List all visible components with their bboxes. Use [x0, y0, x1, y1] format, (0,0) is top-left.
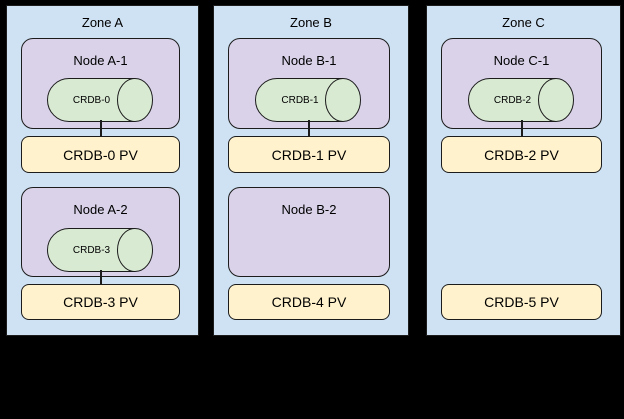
node-b2-title: Node B-2 — [281, 202, 337, 217]
pv-crdb-1: CRDB-1 PV — [228, 136, 390, 173]
pv-crdb-4-label: CRDB-4 PV — [271, 294, 347, 310]
zone-c-title: Zone C — [502, 15, 545, 30]
node-b2: Node B-2 — [228, 187, 390, 277]
disk-crdb-0: CRDB-0 — [46, 78, 155, 122]
pv-crdb-3-label: CRDB-3 PV — [63, 294, 138, 310]
node-a2: Node A-2 CRDB-3 — [21, 187, 180, 277]
cylinder-icon — [46, 228, 153, 272]
disk-crdb-1-label: CRDB-1 — [281, 94, 319, 106]
connector-node-a1-to-pv — [99, 120, 102, 137]
disk-crdb-2: CRDB-2 — [467, 78, 576, 122]
zone-a-title: Zone A — [81, 15, 124, 30]
pv-crdb-0: CRDB-0 PV — [21, 136, 180, 173]
pv-crdb-4: CRDB-4 PV — [228, 284, 390, 320]
pv-crdb-5: CRDB-5 PV — [441, 284, 602, 320]
connector-node-a2-to-pv — [99, 270, 102, 285]
zone-a: Zone A Node A-1 CRDB-0 CRDB-0 PV Node A-… — [6, 5, 199, 336]
zone-b-title: Zone B — [290, 15, 332, 30]
node-b1: Node B-1 CRDB-1 — [228, 38, 390, 129]
cylinder-icon — [467, 78, 574, 122]
connector-node-b1-to-pv — [308, 120, 310, 137]
zone-b: Zone B Node B-1 CRDB-1 CRDB-1 PV Node B-… — [213, 5, 409, 336]
disk-crdb-2-label: CRDB-2 — [493, 94, 532, 106]
node-a1-title: Node A-1 — [73, 53, 128, 68]
disk-crdb-3: CRDB-3 — [46, 228, 155, 272]
disk-crdb-3-label: CRDB-3 — [72, 244, 111, 256]
node-a1: Node A-1 CRDB-0 — [21, 38, 180, 129]
node-b1-title: Node B-1 — [281, 53, 337, 68]
pv-crdb-1-label: CRDB-1 PV — [271, 146, 347, 163]
pv-crdb-0-label: CRDB-0 PV — [63, 146, 138, 163]
node-c1: Node C-1 CRDB-2 — [441, 38, 602, 129]
pv-crdb-3: CRDB-3 PV — [21, 284, 180, 320]
cylinder-icon — [46, 78, 153, 122]
disk-crdb-1: CRDB-1 — [255, 78, 363, 122]
node-a2-title: Node A-2 — [73, 202, 128, 217]
cylinder-icon — [255, 78, 361, 122]
pv-crdb-2: CRDB-2 PV — [441, 136, 602, 173]
pv-crdb-2-label: CRDB-2 PV — [484, 146, 559, 163]
connector-node-c1-to-pv — [520, 120, 523, 137]
pv-crdb-5-label: CRDB-5 PV — [484, 294, 559, 310]
disk-crdb-0-label: CRDB-0 — [72, 94, 111, 106]
zone-c: Zone C Node C-1 CRDB-2 CRDB-2 PV CRDB-5 … — [426, 5, 621, 336]
node-c1-title: Node C-1 — [493, 53, 550, 68]
